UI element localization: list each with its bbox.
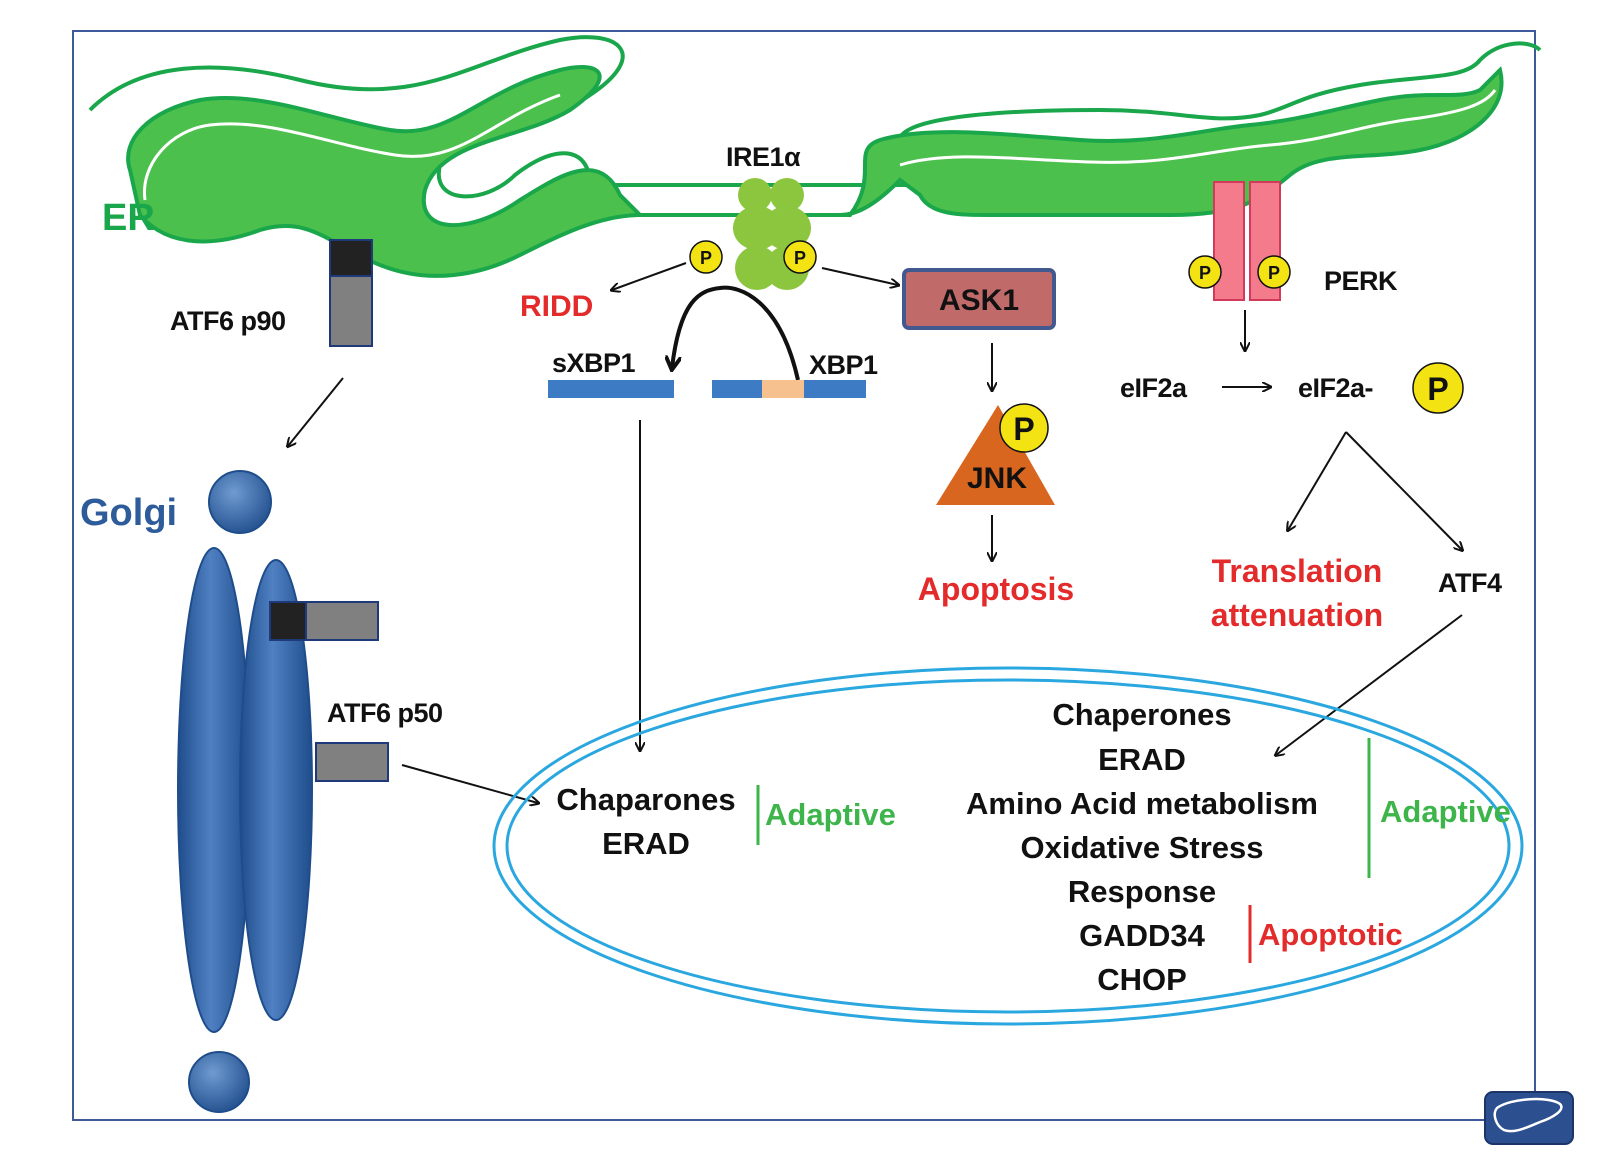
nucleus-right-line-7: CHOP <box>1097 962 1187 997</box>
apoptosis-label: Apoptosis <box>918 571 1074 607</box>
jnk-triangle <box>936 405 1055 505</box>
arrow-ire1-to-ridd <box>612 262 687 290</box>
perk-phospho-left: P <box>1188 255 1222 289</box>
nucleus-right-line-6: GADD34 <box>1079 918 1206 953</box>
er-lumen <box>126 65 1504 278</box>
nucleus-right-line-1: Chaperones <box>1052 697 1231 732</box>
translation-attenuation-line1: Translation <box>1212 553 1383 589</box>
nucleus-left-line-1: Chaparones <box>556 782 735 817</box>
nucleus-right-line-5: Response <box>1068 874 1216 909</box>
ire1a-dimer <box>733 178 811 290</box>
sxbp1-mrna <box>548 380 674 398</box>
xbp1-label: XBP1 <box>809 350 878 380</box>
nucleus-outer-membrane <box>492 666 1524 1026</box>
atf6-p90-cap <box>329 239 373 277</box>
arrow-eif2a-to-atf4 <box>1345 431 1462 550</box>
golgi-vesicle-top <box>208 470 272 534</box>
atf6-p90-label: ATF6 p90 <box>170 306 286 336</box>
svg-text:P: P <box>1427 371 1448 407</box>
atf4-label: ATF4 <box>1438 568 1502 598</box>
nucleus-right-line-3: Amino Acid metabolism <box>966 786 1318 821</box>
arrow-eif2a-to-translation <box>1288 431 1347 530</box>
arrow-ire1-to-ask1 <box>821 267 898 285</box>
er-membrane-outline <box>88 35 1542 199</box>
arrow-atf6-to-golgi <box>288 377 344 446</box>
nucleus-left-line-2: ERAD <box>602 826 690 861</box>
golgi-vesicle-bottom <box>188 1051 250 1113</box>
perk-phospho-right: P <box>1257 255 1291 289</box>
splicing-arc <box>672 285 800 381</box>
figure-border <box>72 30 1536 1121</box>
liver-icon <box>1484 1091 1574 1145</box>
atf6-p50-fragment <box>315 742 389 782</box>
svg-text:P: P <box>1199 263 1211 283</box>
apoptotic-tag: Apoptotic <box>1258 917 1403 952</box>
eif2a-label: eIF2a <box>1120 373 1188 403</box>
adaptive-tag-right: Adaptive <box>1380 794 1511 829</box>
eif2a-phospho: P <box>1412 362 1464 414</box>
atf6-p50-label: ATF6 p50 <box>327 698 443 728</box>
translation-attenuation-line2: attenuation <box>1211 597 1383 633</box>
jnk-label: JNK <box>967 462 1027 495</box>
svg-text:P: P <box>1013 411 1034 447</box>
er-inner-membrane <box>142 93 561 201</box>
ire1a-phospho-right: P <box>783 240 817 274</box>
er-label: ER <box>102 197 155 239</box>
svg-text:P: P <box>794 248 806 268</box>
nucleus-right-line-2: ERAD <box>1098 742 1186 777</box>
nucleus-inner-membrane <box>505 678 1511 1014</box>
arrow-atf4-to-nucleus <box>1276 614 1463 755</box>
eif2a-p-label: eIF2a- <box>1298 373 1373 403</box>
atf6-golgi-cap <box>269 601 307 641</box>
xbp1-intron <box>762 380 804 398</box>
perk-label: PERK <box>1324 266 1398 296</box>
svg-text:P: P <box>700 248 712 268</box>
arrow-p50-to-nucleus <box>401 764 538 803</box>
ire1a-phospho-left: P <box>689 240 723 274</box>
atf6-golgi-body <box>305 601 379 641</box>
jnk-phospho: P <box>999 403 1049 453</box>
ridd-label: RIDD <box>520 290 593 323</box>
ask1-box <box>902 268 1056 330</box>
sxbp1-label: sXBP1 <box>552 348 636 378</box>
golgi-label: Golgi <box>80 492 177 534</box>
golgi-cisterna-right <box>239 559 313 1021</box>
atf6-p90-body <box>329 275 373 347</box>
ask1-label: ASK1 <box>939 284 1019 317</box>
er-inner-membrane-right <box>899 89 1497 167</box>
nucleus-right-line-4: Oxidative Stress <box>1021 830 1264 865</box>
svg-text:P: P <box>1268 263 1280 283</box>
ire1a-label: IRE1α <box>726 142 801 172</box>
adaptive-tag-left: Adaptive <box>765 797 896 832</box>
